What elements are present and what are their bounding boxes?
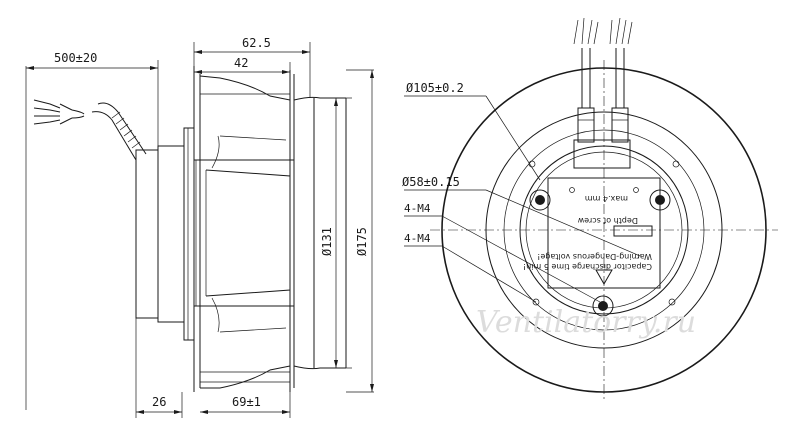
motor-body: [135, 127, 295, 341]
warning-triangle-icon: [595, 269, 613, 286]
thread-label-2: 4-M4: [404, 232, 431, 245]
cable-glands: [573, 17, 633, 169]
cable-length-label: 500±20: [54, 51, 97, 65]
bolt-circle-label: Ø105±0.2: [406, 81, 464, 95]
outer-diameter-label: Ø175: [355, 227, 369, 256]
impeller-depth-label: 42: [234, 56, 248, 70]
label-plate: Depth of screw max.4 mm Warning-Dangerou…: [523, 177, 661, 289]
warning-text-1: Warning-Dangerous voltage!: [537, 252, 652, 261]
screw-holes: [528, 160, 680, 317]
thread-label-1: 4-M4: [404, 202, 431, 215]
warning-text-2: Capacitor discharge time 5 min!: [523, 262, 652, 271]
screw-depth-text-1: Depth of screw: [577, 216, 638, 225]
side-view: 500±20: [25, 36, 374, 418]
inlet-depth-label: 69±1: [232, 395, 261, 409]
inner-diameter-label: Ø131: [320, 227, 334, 256]
cable-length-dimension: 500±20: [25, 51, 159, 410]
total-depth-label: 62.5: [242, 36, 271, 50]
motor-depth-label: 26: [152, 395, 166, 409]
front-view: Depth of screw max.4 mm Warning-Dangerou…: [402, 17, 778, 400]
center-bore-label: Ø58±0.15: [402, 175, 460, 189]
cable: [33, 99, 147, 161]
watermark-logo: Ventilatorry.ru: [476, 305, 696, 340]
screw-depth-text-2: max.4 mm: [585, 194, 628, 203]
side-dimensions: 62.5 42 26 69±1 Ø1: [135, 36, 374, 418]
leaders: [404, 95, 641, 303]
